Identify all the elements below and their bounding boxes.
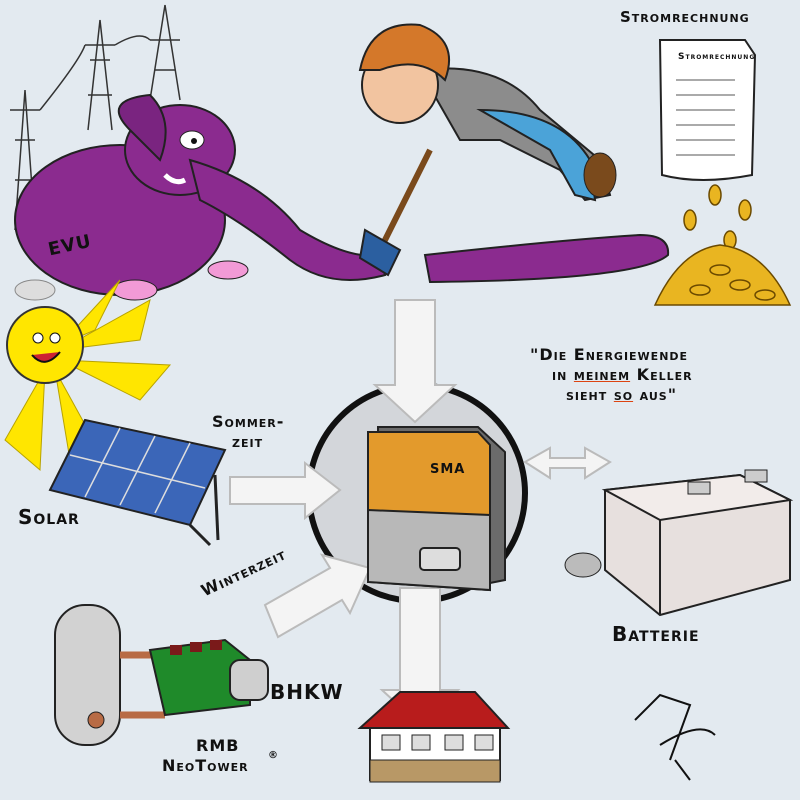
neotower-label-2: NeoTower: [162, 756, 249, 775]
quote-emphasis-meinem: meinem: [573, 365, 631, 384]
solar-label: Solar: [18, 505, 80, 529]
sma-label: SMA: [430, 462, 466, 477]
elephant: [14, 93, 670, 301]
heat-tank: [54, 604, 165, 746]
invoice-heading: Stromrechnung: [620, 8, 750, 26]
bhkw-label: BHKW: [270, 680, 344, 704]
quote-emphasis-so: so: [613, 385, 634, 404]
quote-line-3-a: sieht: [566, 385, 614, 404]
flow-arrows: [229, 299, 612, 727]
house: [357, 691, 511, 783]
quote-line-1: "Die Energiewende: [530, 345, 689, 364]
bhkw-engine: [148, 638, 269, 717]
sommer-label-2: zeit: [232, 432, 264, 451]
coin-pile: [653, 184, 792, 306]
solar-panel: [48, 418, 227, 547]
quote-line-3-c: aus": [633, 385, 678, 404]
invoice-paper: [658, 39, 757, 181]
quote-line-2-a: in: [552, 365, 574, 384]
quote-line-2: in meinem Keller: [530, 365, 693, 385]
inverter: [367, 426, 506, 592]
invoice-paper-heading: Stromrechnung: [678, 52, 756, 62]
quote-line-2-c: Keller: [630, 365, 693, 384]
quote-line-3: sieht so aus": [530, 385, 693, 405]
power-pylons: [10, 4, 181, 231]
signature: [634, 693, 716, 781]
man-with-axe: [358, 23, 617, 277]
neotower-label-1: RMB: [196, 736, 240, 755]
sommer-label-1: Sommer-: [212, 412, 285, 431]
batterie-label: Batterie: [612, 622, 700, 646]
energy-quote: "Die Energiewende in meinem Keller sieht…: [530, 345, 693, 405]
registered-mark: ®: [268, 750, 279, 761]
battery: [564, 469, 794, 617]
